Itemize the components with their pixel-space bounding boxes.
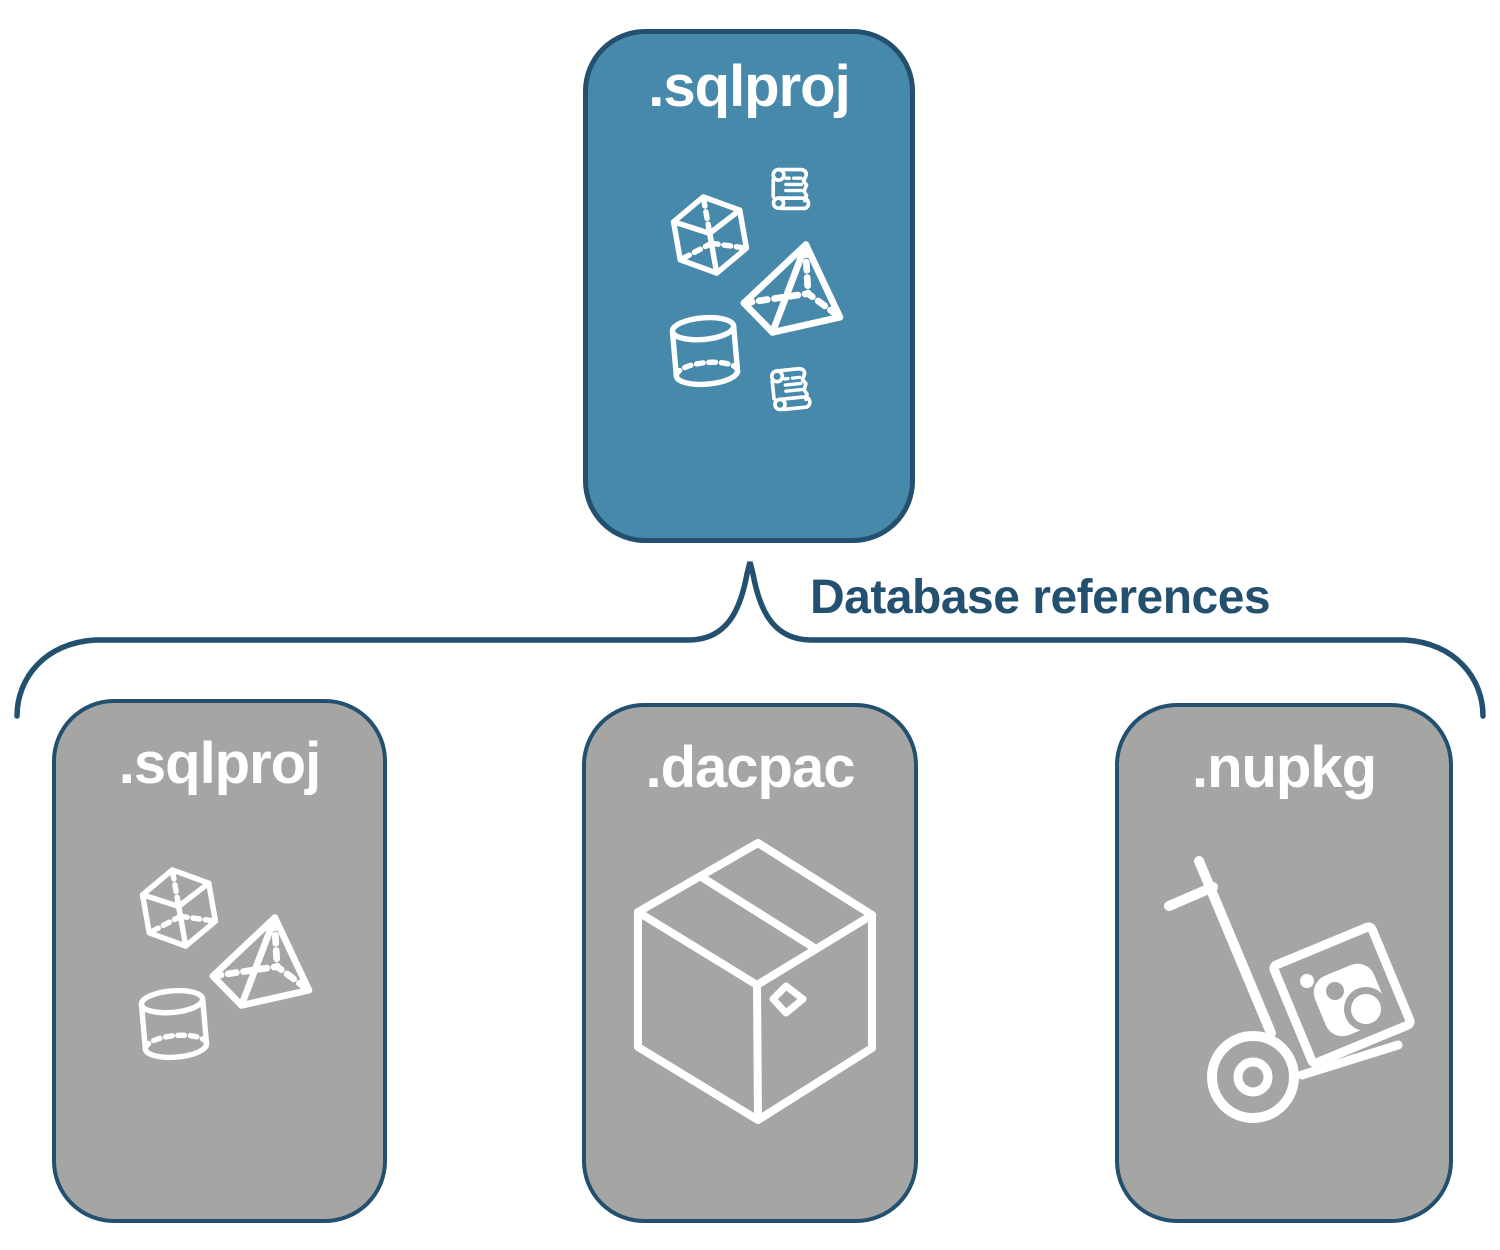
- hand-truck-hub: [1233, 1057, 1273, 1097]
- hand-truck-wheel: [1207, 1031, 1299, 1123]
- brace-label: Database references: [810, 571, 1271, 624]
- node-title: .nupkg: [1191, 735, 1377, 800]
- sql-objects-icons: [583, 167, 915, 413]
- sql-objects-icons: [52, 699, 387, 1223]
- node-title: .dacpac: [645, 735, 856, 800]
- hand-truck-plate: [1297, 1040, 1403, 1080]
- sql-script-scroll-icon: [771, 167, 811, 211]
- node-nupkg-ref: .nupkg: [1115, 703, 1453, 1223]
- node-title: .sqlproj: [118, 731, 321, 796]
- hand-truck-pole: [1194, 856, 1276, 1038]
- package-box-icon: [634, 839, 876, 1124]
- sql-objects-cluster-icon: [670, 191, 853, 387]
- node-sqlproj-main: .sqlproj: [583, 29, 915, 543]
- node-sqlproj-ref: .sqlproj: [52, 699, 387, 1223]
- sql-script-scroll-icon: [769, 366, 813, 413]
- hand-truck-grip: [1164, 882, 1218, 911]
- sql-objects-cluster-icon: [139, 864, 322, 1060]
- nuget-logo: [1300, 963, 1388, 1037]
- hand-truck-icon: [1164, 856, 1415, 1123]
- node-title: .sqlproj: [648, 54, 850, 119]
- node-dacpac-ref: .dacpac: [582, 703, 918, 1223]
- nuget-package-outline: [1269, 922, 1415, 1068]
